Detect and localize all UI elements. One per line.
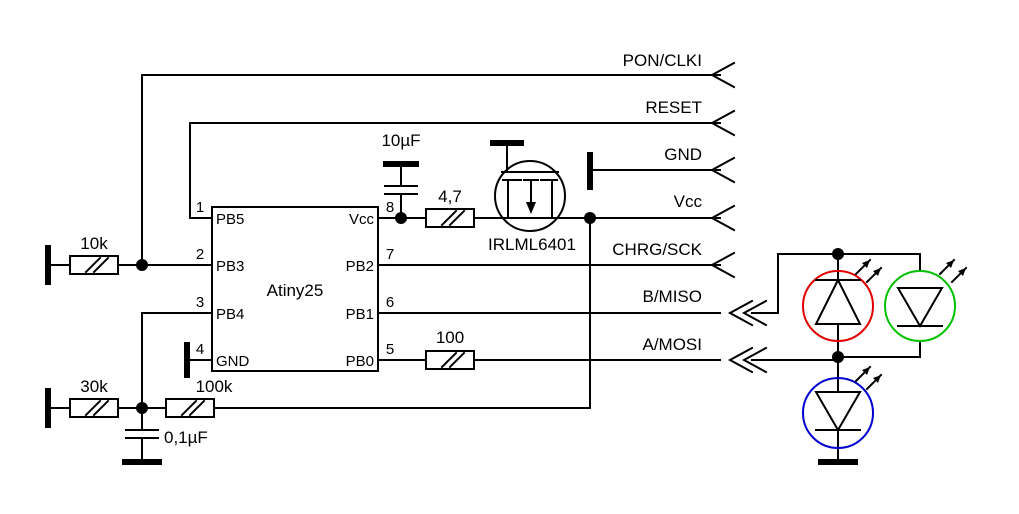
label-mosfet: IRLML6401 <box>488 235 576 254</box>
pin-label-vcc: Vcc <box>349 211 375 228</box>
label-4-7: 4,7 <box>438 187 462 206</box>
pin-num-7: 7 <box>386 246 394 263</box>
pin-label-pb2: PB2 <box>346 258 374 275</box>
label-10uf: 10µF <box>381 131 420 150</box>
ic-name: Atiny25 <box>267 281 324 300</box>
net-vcc: Vcc <box>674 192 703 211</box>
pin-label-pb1: PB1 <box>346 306 374 323</box>
label-100k: 100k <box>196 377 233 396</box>
led-green-ring <box>884 270 956 342</box>
pin-label-pb0: PB0 <box>346 353 374 370</box>
capacitor-0-1uf: 0,1µF <box>125 428 208 447</box>
resistor-100: 100 <box>425 328 475 370</box>
pin-num-1: 1 <box>196 199 204 216</box>
pin-label-pb4: PB4 <box>216 306 244 323</box>
label-100: 100 <box>436 328 464 347</box>
resistor-4-7: 4,7 <box>425 187 475 228</box>
label-0-1uf: 0,1µF <box>164 428 208 447</box>
ic-atiny25: Atiny25 PB5 PB3 PB4 GND 1 2 3 4 Vcc PB2 … <box>196 199 394 372</box>
net-gnd: GND <box>664 145 702 164</box>
capacitor-10uf: 10µF <box>381 131 421 195</box>
pin-num-3: 3 <box>196 294 204 311</box>
led-blue-ring <box>802 377 874 449</box>
pin-label-pb3: PB3 <box>216 258 244 275</box>
net-reset: RESET <box>645 98 702 117</box>
connector: PON/CLKI RESET GND Vcc CHRG/SCK B/MISO A… <box>612 51 768 374</box>
pin-num-4: 4 <box>196 341 204 358</box>
wires <box>47 74 921 463</box>
pin-label-gnd: GND <box>216 353 250 370</box>
resistor-100k: 100k <box>165 377 233 418</box>
led-blue <box>802 365 883 449</box>
resistor-30k: 30k <box>69 377 119 418</box>
ground-bars <box>45 152 858 465</box>
led-red-ring <box>802 270 874 342</box>
junctions <box>136 212 844 414</box>
label-30k: 30k <box>80 377 108 396</box>
resistor-10k: 10k <box>69 234 119 275</box>
pin-num-5: 5 <box>386 341 394 358</box>
pin-num-6: 6 <box>386 294 394 311</box>
pin-num-2: 2 <box>196 246 204 263</box>
net-b-miso: B/MISO <box>642 287 702 306</box>
label-10k: 10k <box>80 234 108 253</box>
net-pon-clki: PON/CLKI <box>623 51 702 70</box>
net-a-mosi: A/MOSI <box>642 335 702 354</box>
mosfet-irlml6401: IRLML6401 <box>488 140 576 254</box>
pin-num-8: 8 <box>386 199 394 216</box>
led-red <box>802 258 883 342</box>
net-chrg-sck: CHRG/SCK <box>612 240 702 259</box>
pin-label-pb5: PB5 <box>216 211 244 228</box>
led-green <box>884 258 968 342</box>
